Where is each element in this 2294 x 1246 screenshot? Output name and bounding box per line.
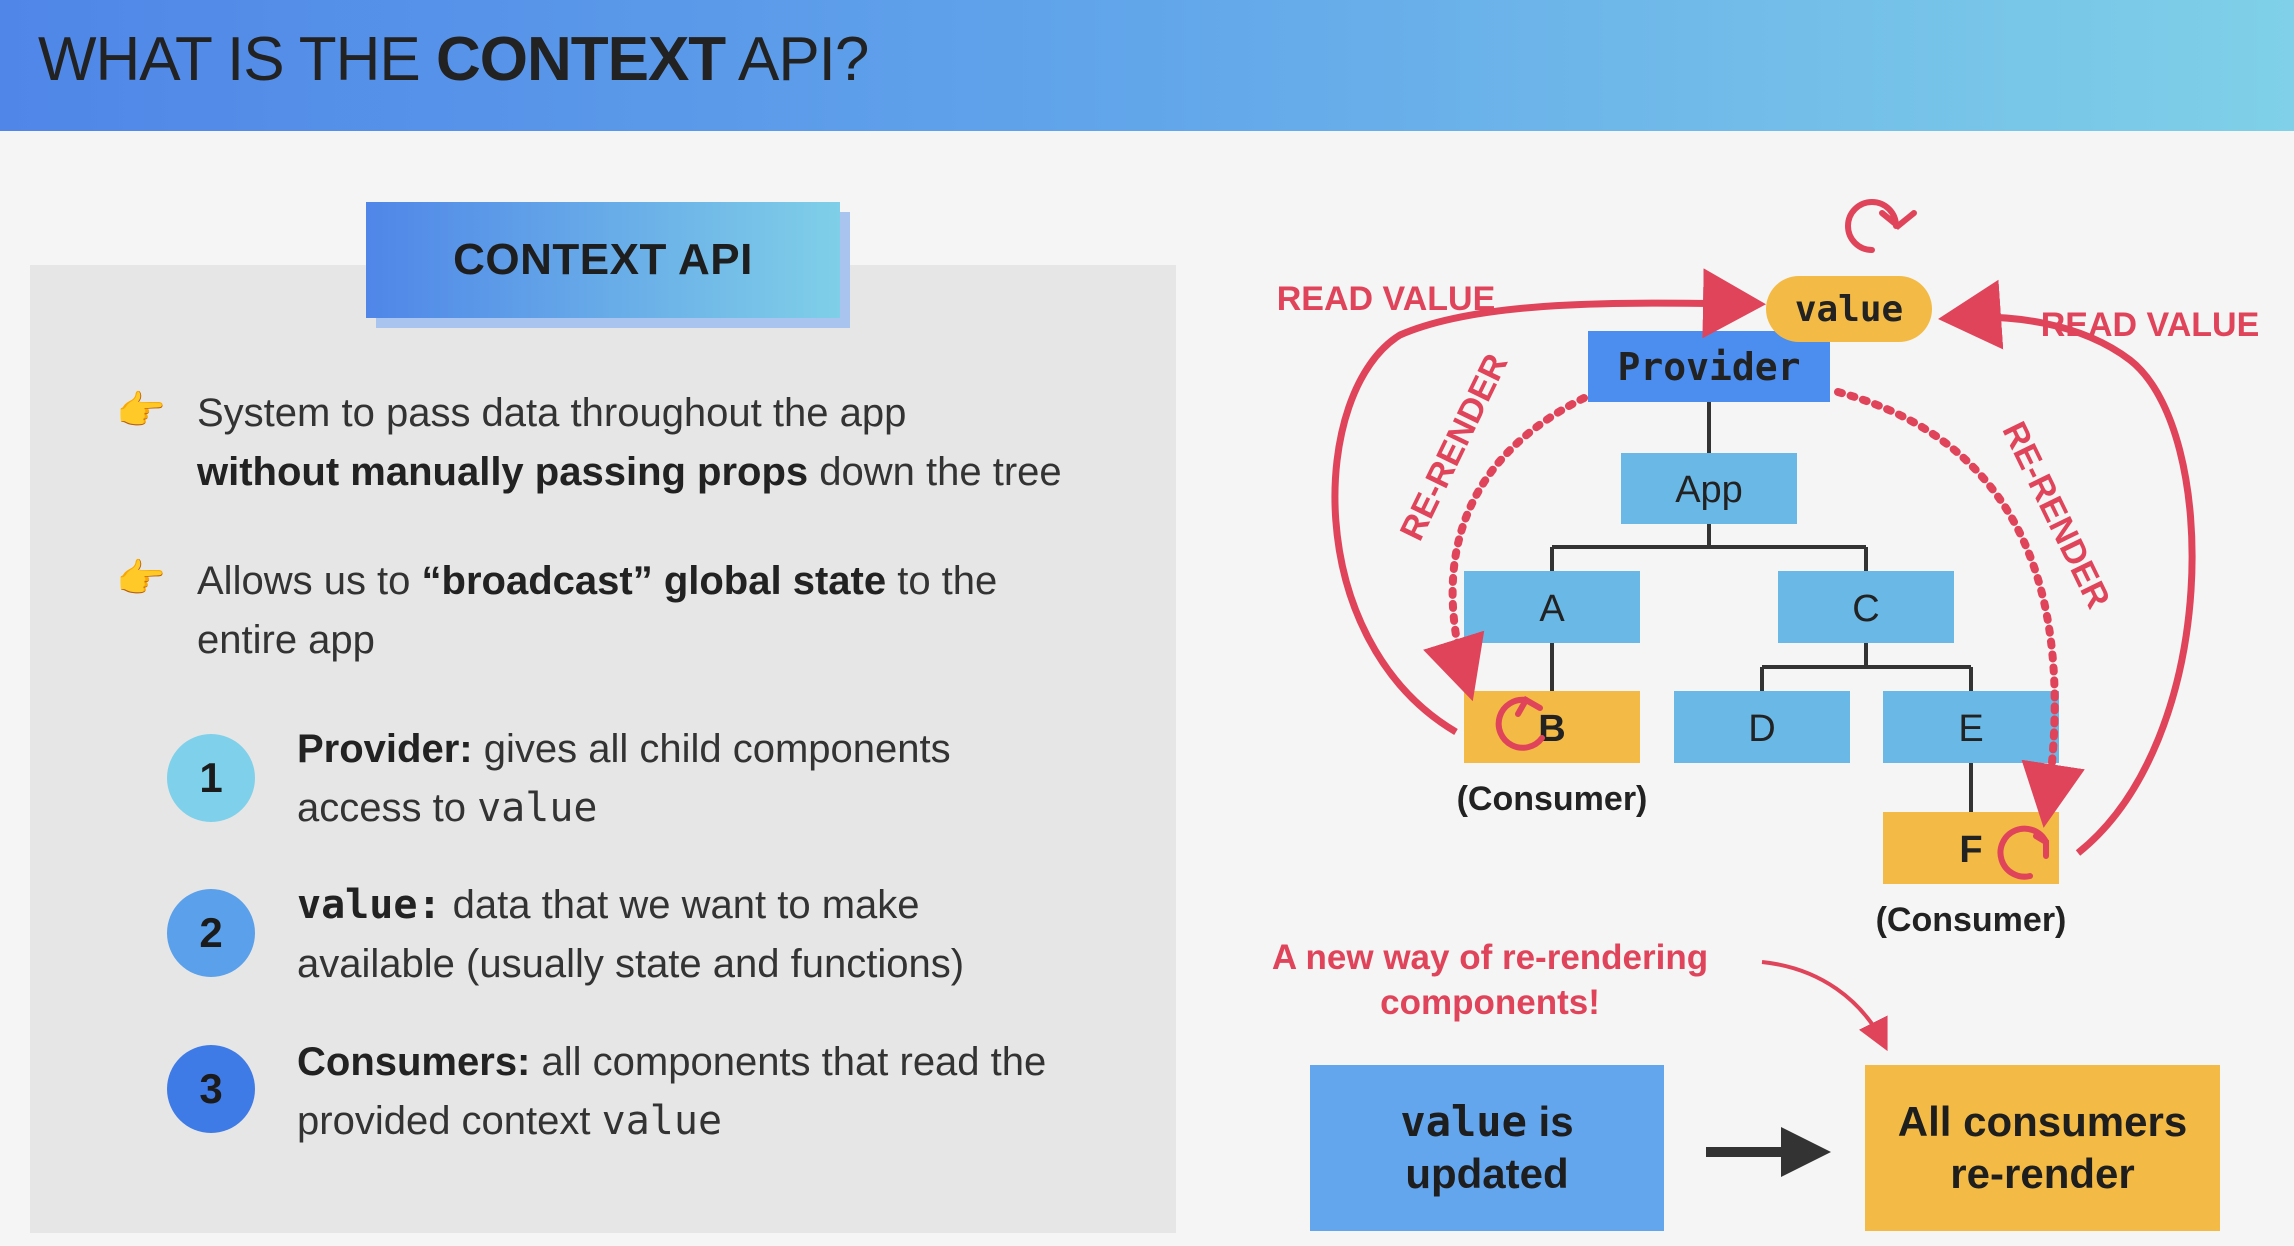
refresh-icon [1845, 199, 1917, 253]
item-3-text: all components that read the [530, 1040, 1047, 1084]
annotation-line1: A new way of re-rendering [1272, 938, 1708, 977]
node-e-label: E [1958, 708, 1983, 750]
node-a-label: A [1539, 588, 1565, 630]
value-updated-code: value [1400, 1097, 1527, 1146]
item-1-text: gives all child components [472, 727, 951, 771]
consumers-rerender-line1: All consumers [1897, 1098, 2188, 1145]
bullet-2-bold: “broadcast” global state [421, 559, 887, 603]
rerender-label-left: RE-RENDER [1393, 348, 1516, 546]
bullet-1-text: System to pass data throughout the app w… [197, 384, 1137, 502]
pointing-hand-icon: 👉 [116, 389, 166, 433]
page-title: WHAT IS THE CONTEXT API? [38, 10, 869, 110]
bullet-2-text: Allows us to “broadcast” global state to… [197, 552, 1137, 670]
read-value-label-right: READ VALUE [2041, 306, 2260, 344]
item-3-line2: provided context [297, 1099, 602, 1143]
provider-label: Provider [1617, 345, 1800, 389]
rerender-arrow-left [1423, 394, 1588, 702]
node-d-label: D [1748, 708, 1775, 750]
value-pill-label: value [1795, 289, 1903, 330]
bullet-2-pre: Allows us to [197, 559, 422, 603]
title-bar: WHAT IS THE CONTEXT API? [0, 0, 2294, 131]
title-bold: CONTEXT [435, 25, 726, 94]
annotation-line2: components! [1380, 983, 1600, 1022]
bullet-2-rest: to the [886, 559, 998, 603]
value-updated-box: value is updated [1310, 1065, 1664, 1231]
app-node [1621, 453, 1797, 524]
item-1-line2: access to [297, 786, 478, 830]
node-c-label: C [1852, 588, 1879, 630]
numbered-item-1: Provider: gives all child components acc… [297, 720, 1157, 838]
number-badge-1: 1 [167, 734, 255, 822]
read-value-arrow-left [1331, 268, 1766, 736]
bullet-2-line2: entire app [197, 618, 375, 662]
item-1-term: Provider: [297, 727, 473, 771]
node-b-consumer [1464, 691, 1640, 763]
consumers-rerender-box: All consumers re-render [1865, 1065, 2220, 1231]
item-2-line2: available (usually state and functions) [297, 942, 965, 986]
value-pill [1766, 276, 1932, 342]
rerender-arrow-right [1834, 388, 2085, 828]
annotation-arrow [1761, 960, 1888, 1052]
node-c [1778, 571, 1954, 643]
item-2-text: data that we want to make [441, 883, 920, 927]
consumers-rerender-line2: re-render [1950, 1150, 2135, 1197]
item-3-code: value [601, 1098, 723, 1144]
read-value-label-left: READ VALUE [1277, 280, 1496, 318]
number-badge-3: 3 [167, 1045, 255, 1133]
number-badge-2: 2 [167, 889, 255, 977]
bullet-1-rest: down the tree [808, 450, 1062, 494]
pointing-hand-icon: 👉 [116, 557, 166, 601]
item-2-term: value: [297, 882, 442, 928]
refresh-icon [1997, 825, 2049, 880]
node-a [1464, 571, 1640, 643]
title-suffix: API? [725, 25, 869, 94]
title-prefix: WHAT IS THE [38, 25, 436, 94]
provider-node [1588, 331, 1830, 402]
node-d [1674, 691, 1850, 763]
item-1-code: value [477, 785, 598, 831]
numbered-item-2: value: data that we want to make availab… [297, 876, 1157, 994]
node-e [1883, 691, 2059, 763]
numbered-item-3: Consumers: all components that read the … [297, 1033, 1157, 1151]
item-3-term: Consumers: [297, 1040, 531, 1084]
app-label: App [1675, 469, 1743, 511]
node-f-label: F [1959, 829, 1982, 871]
node-b-label: B [1538, 708, 1565, 750]
refresh-icon [1495, 695, 1545, 751]
bullet-1-line1: System to pass data throughout the app [197, 391, 907, 435]
value-updated-rest: is [1526, 1098, 1574, 1145]
consumer-label-f: (Consumer) [1876, 901, 2067, 939]
read-value-arrow-right [1938, 279, 2196, 856]
bullet-1-bold: without manually passing props [197, 450, 809, 494]
value-updated-line2: updated [1405, 1150, 1569, 1197]
consumer-label-b: (Consumer) [1457, 780, 1648, 818]
context-api-tab: CONTEXT API [366, 202, 840, 318]
tree-connectors [1550, 402, 1973, 812]
